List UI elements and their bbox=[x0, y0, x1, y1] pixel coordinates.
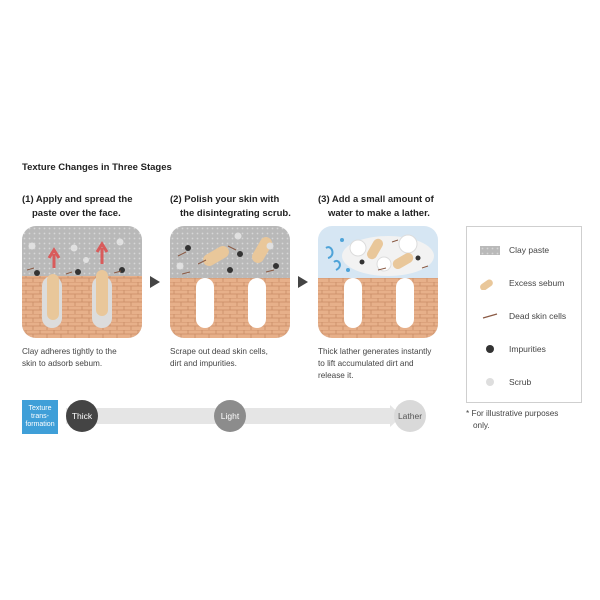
step-2-heading: (2) Polish your skin with the disintegra… bbox=[170, 193, 320, 221]
step-3-heading-line2: water to make a lather. bbox=[328, 208, 430, 219]
step-1-illustration bbox=[22, 226, 142, 338]
texture-transformation-label: Texture trans- formation bbox=[22, 400, 58, 434]
step-3-heading-line1: (3) Add a small amount of bbox=[318, 194, 434, 205]
step-2-caption-line2: dirt and impurities. bbox=[170, 359, 237, 368]
step-1-to-2-arrow bbox=[150, 276, 160, 288]
diagram-title: Texture Changes in Three Stages bbox=[22, 162, 172, 173]
step-3-caption-line1: Thick lather generates instantly bbox=[318, 347, 432, 356]
step-2-illustration bbox=[170, 226, 290, 338]
step-1-caption-line2: skin to adsorb sebum. bbox=[22, 359, 103, 368]
illustrative-note: * For illustrative purposes only. bbox=[466, 408, 586, 432]
step-1-caption: Clay adheres tightly to the skin to adso… bbox=[22, 346, 157, 370]
step-3-caption: Thick lather generates instantly to lift… bbox=[318, 346, 453, 382]
legend-label: Clay paste bbox=[509, 245, 550, 255]
stage-thick: Thick bbox=[66, 400, 98, 432]
stage-lather: Lather bbox=[394, 400, 426, 432]
legend-item-dead-skin-cells: Dead skin cells bbox=[479, 309, 566, 323]
step-3-caption-line2: to lift accumulated dirt and bbox=[318, 359, 414, 368]
legend-label: Dead skin cells bbox=[509, 311, 567, 321]
clay-paste-swatch bbox=[479, 243, 501, 257]
step-3-heading: (3) Add a small amount of water to make … bbox=[318, 193, 468, 221]
step-3-caption-line3: release it. bbox=[318, 371, 354, 380]
legend: Clay paste Excess sebum Dead skin cells … bbox=[466, 226, 582, 403]
step-1-heading-line2: paste over the face. bbox=[32, 208, 121, 219]
step-2-to-3-arrow bbox=[298, 276, 308, 288]
legend-label: Scrub bbox=[509, 377, 532, 387]
legend-item-clay-paste: Clay paste bbox=[479, 243, 549, 257]
step-2-caption: Scrape out dead skin cells, dirt and imp… bbox=[170, 346, 305, 370]
step-2-heading-line2: the disintegrating scrub. bbox=[180, 208, 291, 219]
step-3-illustration bbox=[318, 226, 438, 338]
step-1-heading-line1: (1) Apply and spread the bbox=[22, 194, 133, 205]
stage-light: Light bbox=[214, 400, 246, 432]
impurity-dot-icon bbox=[479, 342, 501, 356]
note-line1: * For illustrative purposes bbox=[466, 409, 559, 418]
step-2-caption-line1: Scrape out dead skin cells, bbox=[170, 347, 268, 356]
step-1-caption-line1: Clay adheres tightly to the bbox=[22, 347, 117, 356]
scrub-dot-icon bbox=[479, 375, 501, 389]
legend-label: Impurities bbox=[509, 344, 546, 354]
step-2-heading-line1: (2) Polish your skin with bbox=[170, 194, 280, 205]
legend-item-scrub: Scrub bbox=[479, 375, 531, 389]
sebum-capsule-icon bbox=[479, 276, 501, 290]
step-1-heading: (1) Apply and spread the paste over the … bbox=[22, 193, 172, 221]
legend-item-impurities: Impurities bbox=[479, 342, 546, 356]
legend-label: Excess sebum bbox=[509, 278, 565, 288]
legend-item-excess-sebum: Excess sebum bbox=[479, 276, 564, 290]
note-line2: only. bbox=[473, 421, 490, 430]
dead-skin-flake-icon bbox=[479, 309, 501, 323]
